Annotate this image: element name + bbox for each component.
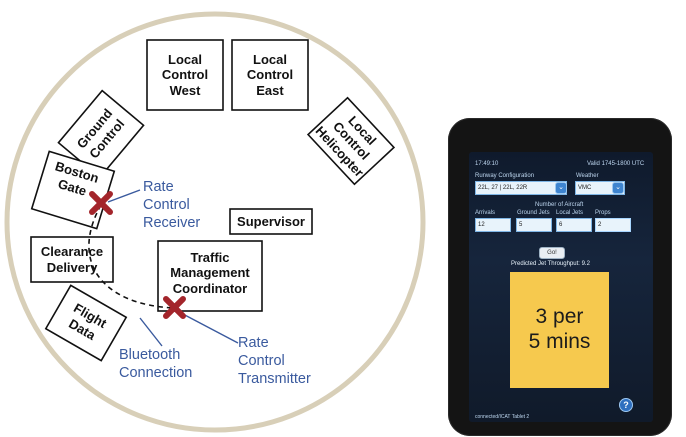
runway-config-label: Runway Configuration xyxy=(475,173,535,179)
predicted-throughput: Predicted Jet Throughput: 9.2 xyxy=(511,261,590,267)
local-control-west-box xyxy=(146,39,224,111)
traffic-management-coordinator-label: Traffic Management Coordinator xyxy=(170,249,250,296)
bluetooth-connection-label: Bluetooth Connection xyxy=(119,347,193,382)
tablet-time: 17:49:10 xyxy=(475,161,499,167)
runway-config-value: 22L, 27 | 22L, 22R xyxy=(478,185,528,191)
weather-value: VMC xyxy=(578,185,592,191)
weather-label: Weather xyxy=(576,173,599,179)
runway-dropdown-icon[interactable]: ⌄ xyxy=(555,182,567,194)
help-icon[interactable]: ? xyxy=(619,398,633,412)
props-label: Props xyxy=(595,210,611,216)
aircraft-count-header: Number of Aircraft xyxy=(535,202,584,208)
local-control-helicopter-box xyxy=(306,96,396,186)
flight-data-box xyxy=(44,284,128,362)
local-jets-input[interactable]: 6 xyxy=(556,218,592,232)
local-control-east-box xyxy=(231,39,309,111)
transmitter-x-icon xyxy=(163,296,186,319)
tablet-screen: 17:49:10 Valid 1745-1800 UTC Runway Conf… xyxy=(469,152,653,422)
rate-control-receiver-label: Rate Control Receiver xyxy=(143,179,201,232)
rate-display-note: 3 per 5 mins xyxy=(510,272,609,388)
tablet-valid-window: Valid 1745-1800 UTC xyxy=(587,161,645,167)
clearance-delivery-label: Clearance Delivery xyxy=(40,243,104,275)
ground-jets-input[interactable]: 5 xyxy=(516,218,552,232)
ground-jets-label: Ground Jets xyxy=(517,210,550,216)
arrivals-label: Arrivals xyxy=(475,210,496,216)
bluetooth-link-line xyxy=(88,204,176,309)
bluetooth-pointer xyxy=(139,317,163,347)
local-jets-label: Local Jets xyxy=(556,210,584,216)
props-input[interactable]: 2 xyxy=(595,218,631,232)
traffic-management-coordinator-box xyxy=(157,240,263,312)
rate-control-transmitter-label: Rate Control Transmitter xyxy=(238,335,311,388)
receiver-pointer xyxy=(107,189,141,203)
local-control-west-label: Local Control West xyxy=(161,51,209,98)
arrivals-input[interactable]: 12 xyxy=(475,218,511,232)
receiver-x-icon xyxy=(89,191,113,215)
supervisor-box xyxy=(229,208,313,235)
tower-diagram xyxy=(4,11,426,433)
weather-dropdown-icon[interactable]: ⌄ xyxy=(612,182,624,194)
local-control-east-label: Local Control East xyxy=(246,51,294,98)
transmitter-pointer xyxy=(180,312,239,344)
runway-config-select[interactable]: 22L, 27 | 22L, 22R xyxy=(475,181,567,195)
tablet-footer: connected/ICAT Tablet 2 xyxy=(475,414,530,420)
clearance-delivery-box xyxy=(30,236,114,283)
supervisor-label: Supervisor xyxy=(237,213,305,229)
go-button[interactable]: Go! xyxy=(539,247,565,259)
